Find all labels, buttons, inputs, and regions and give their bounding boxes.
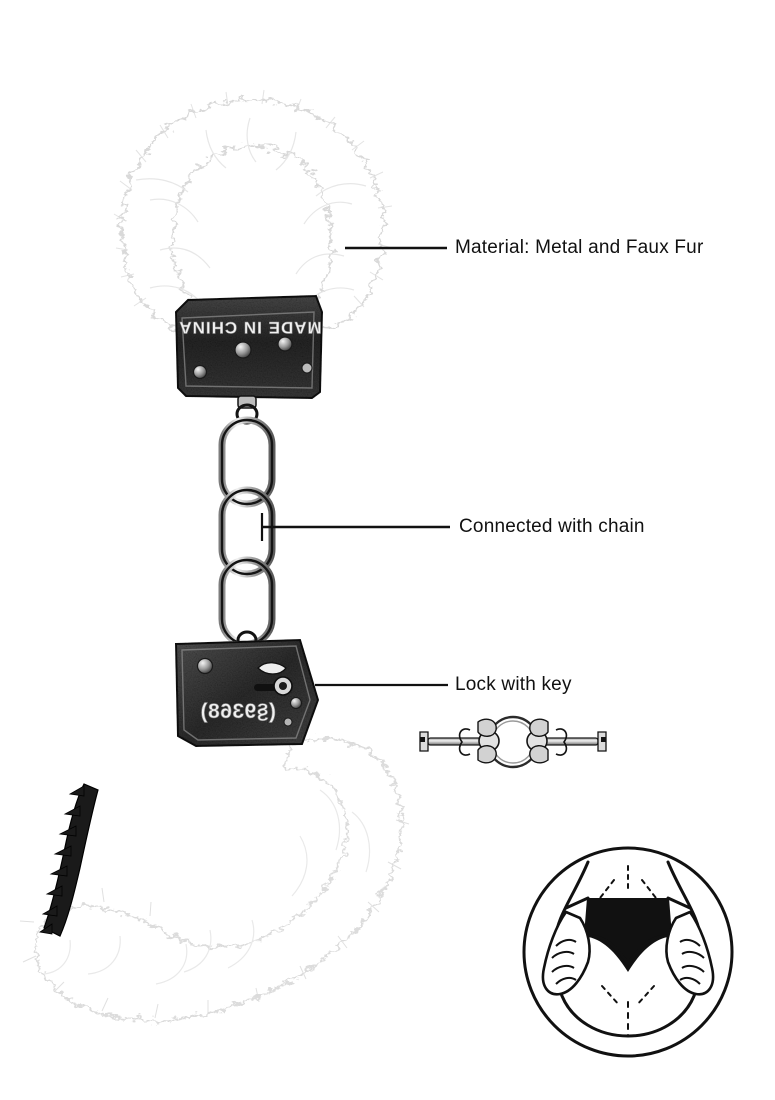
connecting-chain bbox=[218, 416, 276, 650]
rivet bbox=[277, 336, 293, 352]
inset-hand-right bbox=[665, 910, 715, 996]
double-lock-slot bbox=[257, 662, 287, 675]
ratchet-arm bbox=[38, 783, 99, 937]
rivet bbox=[234, 341, 252, 359]
handcuff-keys bbox=[419, 715, 607, 769]
inset-garment bbox=[584, 898, 672, 972]
key-right bbox=[526, 718, 607, 764]
rivet bbox=[301, 362, 313, 374]
inset-hand-left bbox=[541, 910, 591, 996]
rivet bbox=[196, 657, 214, 675]
upper-cuff-body: MADE IN CHINA bbox=[174, 294, 324, 425]
key-left bbox=[419, 718, 500, 764]
usage-inset-illustration bbox=[522, 846, 734, 1058]
upper-cuff-fur bbox=[113, 89, 393, 332]
rivet bbox=[289, 696, 303, 710]
rivet bbox=[192, 364, 208, 380]
made-in-china-text: MADE IN CHINA bbox=[178, 318, 321, 337]
serial-text: (§9368) bbox=[200, 700, 276, 723]
keyhole bbox=[254, 676, 293, 696]
rivet bbox=[283, 717, 293, 727]
callout-label-material: Material: Metal and Faux Fur bbox=[455, 237, 704, 258]
callout-label-chain: Connected with chain bbox=[459, 516, 645, 537]
lower-cuff-embossed-text: (§9368) bbox=[200, 700, 276, 724]
callout-label-lock: Lock with key bbox=[455, 674, 572, 695]
lower-cuff-body: (§9368) bbox=[174, 638, 320, 748]
upper-cuff-embossed-text: MADE IN CHINA bbox=[178, 318, 322, 338]
callout-leaders bbox=[260, 246, 450, 687]
lower-cuff-fur bbox=[19, 737, 410, 1022]
